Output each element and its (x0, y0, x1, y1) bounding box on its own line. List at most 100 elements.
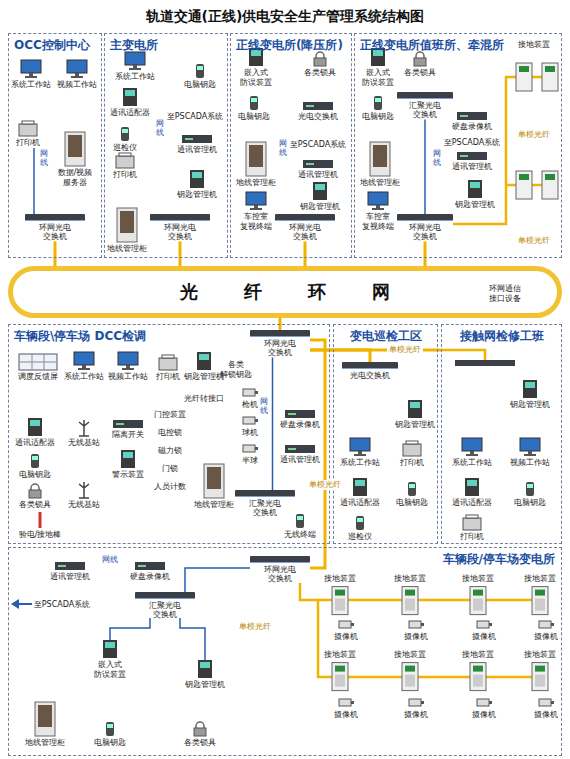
camera-lens (351, 623, 354, 626)
switch-box: 环网光电 交换机 (397, 214, 453, 241)
camera-lens (351, 701, 354, 704)
cable-label: 网线 (279, 140, 287, 158)
camera-lens (489, 701, 492, 704)
monitor-base (250, 208, 262, 210)
key-manager-icon (408, 400, 422, 418)
rack-device-icon (182, 135, 212, 143)
display-wall-grid (19, 354, 57, 370)
switch-box: 环网光电 交换机 (150, 214, 210, 241)
camera-lens (489, 623, 492, 626)
camera-icon (539, 699, 551, 706)
grounding-screen (335, 666, 345, 672)
switch-label: 汇聚光电 交换机 (235, 499, 295, 517)
cabinet-icon (204, 464, 224, 498)
switch-box: 环网光电 交换机 (250, 556, 310, 583)
fiber-label: 单模光纤 (518, 236, 550, 246)
switch-bar (397, 92, 453, 99)
key-manager-screen (355, 480, 365, 486)
key-manager-icon (468, 180, 482, 198)
device-label: 至PSCADA系统 (167, 112, 223, 122)
switch-bar (397, 214, 453, 221)
handheld-screen (107, 724, 113, 728)
switch-label: 环网光电 交换机 (250, 565, 310, 583)
device-label: 接地装置 (462, 650, 494, 660)
switch-box: 环网光电 交换机 (250, 330, 310, 357)
text-line: 环网通信 (489, 284, 521, 294)
device-label: 至PSCADA系统 (444, 138, 500, 148)
grounding-panel (535, 599, 545, 611)
region-panel: 变电巡检工区光电交换机 (333, 324, 438, 544)
printer-paper (162, 355, 174, 358)
handheld-screen (297, 516, 303, 520)
monitor-stand (470, 451, 474, 454)
cable-label: 网线 (156, 120, 164, 138)
fiber-connector (310, 350, 370, 362)
text-line: 交换机 (397, 110, 453, 119)
grounding-screen (473, 590, 483, 596)
text-line: 各类 (220, 360, 252, 370)
rack-device-icon (303, 160, 333, 168)
grounding-screen (535, 590, 545, 596)
cabinet-inner (249, 145, 263, 167)
text-line: 交换机 (150, 232, 210, 241)
monitor-icon (368, 192, 388, 205)
device-label: 打印机 (460, 532, 484, 542)
panel-title: 主变电所 (110, 37, 158, 54)
camera-lens (255, 391, 258, 394)
device-label: 门控装置 (154, 410, 186, 420)
lock-icon (29, 490, 41, 498)
grounding-device (542, 63, 558, 91)
grounding-screen (473, 666, 483, 672)
device-label: 钥匙管理机 (177, 190, 217, 200)
text-line: 车控室 (240, 212, 272, 222)
device-label: 接地装置 (394, 650, 426, 660)
rack-device-led (306, 105, 314, 107)
switch-bar (25, 214, 85, 221)
monitor-base (354, 454, 366, 456)
device-label: 系统工作站 (11, 80, 51, 90)
fiber-line (453, 77, 552, 224)
device-label: 枪机 (242, 400, 258, 410)
monitor-stand (82, 365, 86, 368)
rod-icon (39, 512, 42, 528)
monitor-base (129, 68, 141, 70)
handheld-screen (527, 484, 533, 488)
rack-device-led (460, 155, 468, 157)
text-line: 环网光电 (250, 339, 310, 348)
text-line: 交换机 (397, 232, 453, 241)
device-label: 电脑钥匙 (396, 498, 428, 508)
monitor-stand (133, 65, 137, 68)
ring-text: 光 纤 环 网 (180, 280, 391, 304)
monitor-stand (528, 451, 532, 454)
camera-icon (243, 389, 255, 396)
cable-line (110, 618, 205, 660)
camera-icon (477, 699, 489, 706)
key-manager-icon (123, 88, 137, 106)
device-label: 人员计数 (154, 482, 186, 492)
switch-label: 汇聚光电 交换机 (135, 601, 195, 619)
device-label: 嵌入式 防误装置 (240, 68, 272, 87)
device-label: 摄像机 (534, 710, 558, 720)
monitor-base (71, 76, 83, 78)
switch-label: 环网光电 交换机 (25, 223, 85, 241)
monitor-icon (118, 352, 138, 365)
switch-symbol (455, 360, 515, 366)
device-label: 各类锁具 (19, 500, 51, 510)
text-line: 解锁钥匙 (220, 370, 252, 380)
text-line: 复视终端 (362, 222, 394, 232)
text-line: 防误装置 (362, 78, 394, 88)
cable-connector (272, 357, 274, 490)
handheld-icon (408, 482, 416, 496)
device-label: 各类锁具 (304, 68, 336, 78)
switch-bar (150, 214, 210, 221)
switch-bar (250, 556, 310, 563)
device-label: 验电/接地棒 (19, 530, 62, 540)
grounding-screen (405, 590, 415, 596)
text-line: 环网光电 (25, 223, 85, 232)
handheld-screen (409, 484, 415, 488)
monitor-base (78, 368, 90, 370)
device-label: 环网通信 接口设备 (489, 284, 521, 303)
cabinet-icon (117, 208, 137, 242)
device-label: 打印机 (16, 138, 40, 148)
